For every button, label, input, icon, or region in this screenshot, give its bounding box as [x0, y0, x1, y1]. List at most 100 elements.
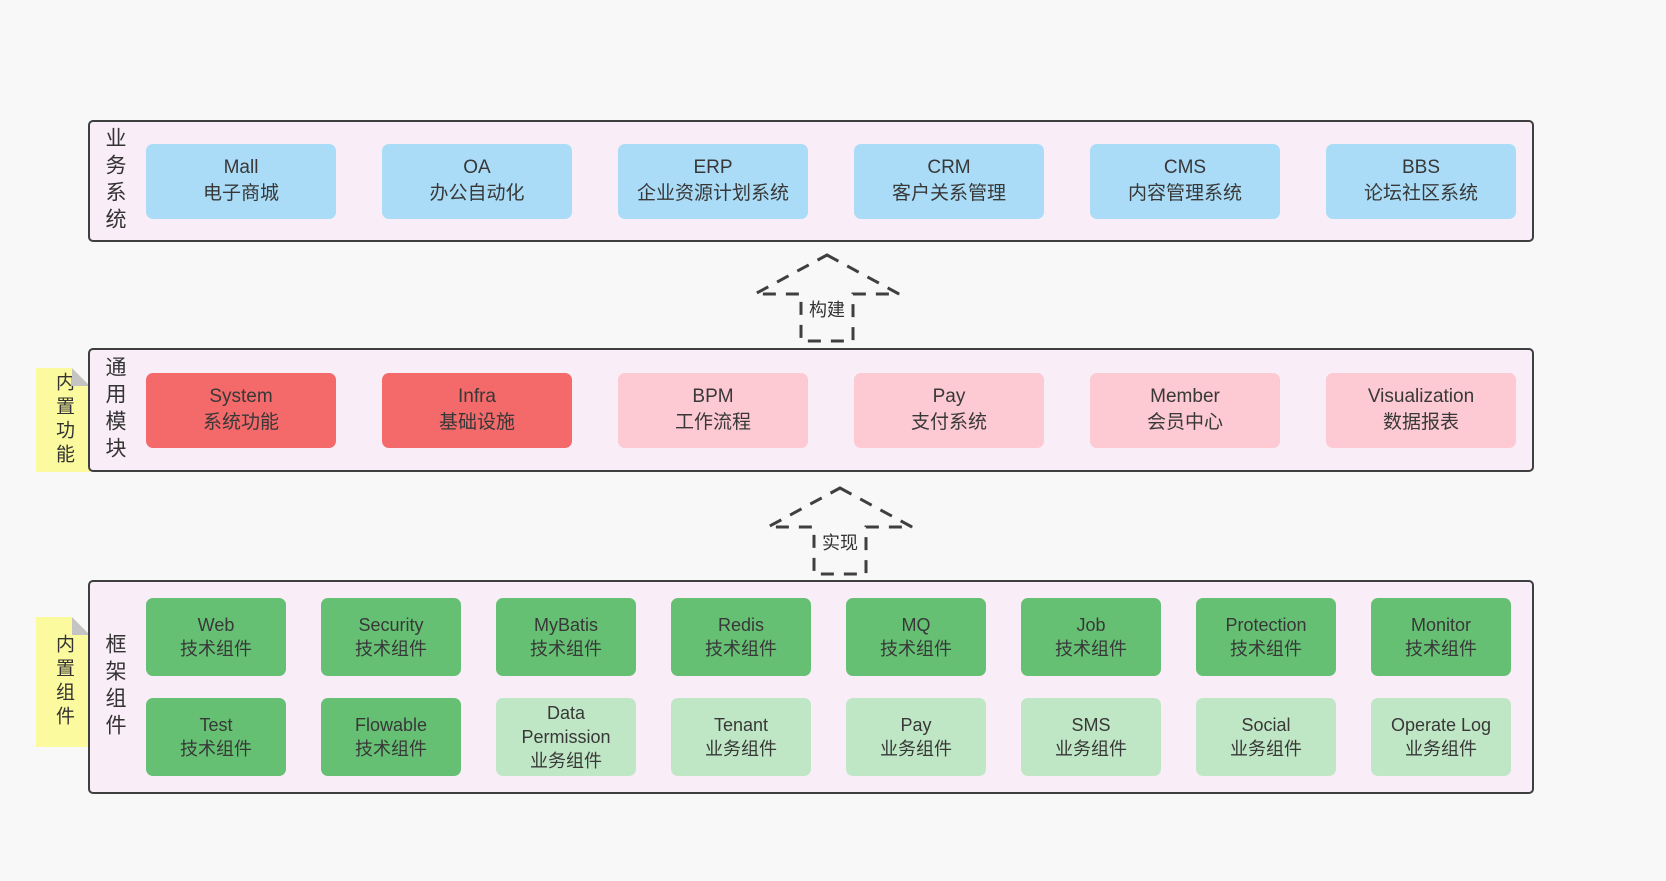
box-subtitle: 数据报表	[1382, 412, 1459, 433]
business-box-row: Mall 电子商城 OA 办公自动化 ERP 企业资源计划系统 CRM 客户关系…	[146, 143, 1516, 219]
box-title: BBS	[1401, 157, 1441, 178]
box-subtitle: 业务组件	[530, 751, 602, 771]
box-title: Security	[358, 615, 424, 635]
box-subtitle: 电子商城	[202, 183, 279, 204]
diagram-box: Infra 基础设施	[382, 372, 572, 448]
section-title-common: 通用模块	[103, 356, 126, 464]
box-subtitle: 办公自动化	[429, 183, 525, 204]
diagram-box: ERP 企业资源计划系统	[618, 143, 808, 219]
diagram-box: SMS 业务组件	[1021, 698, 1161, 776]
box-title: Tenant	[713, 715, 769, 735]
box-title: Protection	[1225, 615, 1307, 635]
box-title: SMS	[1071, 715, 1111, 735]
sticky-note-label: 内置功能	[53, 372, 74, 468]
sticky-note-label: 内置组件	[53, 634, 74, 730]
box-subtitle: 会员中心	[1146, 412, 1223, 433]
box-title: Visualization	[1367, 386, 1475, 407]
arrow-label: 实现	[818, 529, 862, 555]
box-subtitle: 业务组件	[1405, 739, 1477, 759]
box-title: Pay	[900, 715, 932, 735]
business-systems-panel: 业务系统 Mall 电子商城 OA 办公自动化 ERP 企业资源计划系统 CRM…	[88, 120, 1534, 242]
box-title: CRM	[927, 157, 971, 178]
box-title: OA	[463, 157, 491, 178]
diagram-box: System 系统功能	[146, 372, 336, 448]
box-title: System	[209, 386, 273, 407]
box-subtitle: 业务组件	[1230, 739, 1302, 759]
common-modules-panel: 通用模块 System 系统功能 Infra 基础设施 BPM 工作流程 Pay…	[88, 348, 1534, 472]
box-subtitle: 技术组件	[1230, 639, 1302, 659]
box-subtitle: 业务组件	[705, 739, 777, 759]
box-subtitle: 技术组件	[1055, 639, 1127, 659]
framework-rows: Web 技术组件 Security 技术组件 MyBatis 技术组件 Redi…	[146, 598, 1511, 776]
diagram-box: Mall 电子商城	[146, 143, 336, 219]
diagram-box: Visualization 数据报表	[1326, 372, 1516, 448]
box-title: Web	[197, 615, 235, 635]
box-subtitle: 技术组件	[180, 639, 252, 659]
box-subtitle: 技术组件	[1405, 639, 1477, 659]
diagram-box: Security 技术组件	[321, 598, 461, 676]
framework-components-panel: 框架组件 Web 技术组件 Security 技术组件 MyBatis 技术组件	[88, 580, 1534, 794]
box-title: Social	[1241, 715, 1291, 735]
section-title-business: 业务系统	[103, 127, 126, 235]
box-subtitle: 技术组件	[355, 639, 427, 659]
diagram-box: MQ 技术组件	[846, 598, 986, 676]
diagram-box: Protection 技术组件	[1196, 598, 1336, 676]
diagram-box: MyBatis 技术组件	[496, 598, 636, 676]
diagram-box: BBS 论坛社区系统	[1326, 143, 1516, 219]
box-subtitle: 业务组件	[1055, 739, 1127, 759]
section-title-framework: 框架组件	[103, 633, 126, 741]
diagram-box: Web 技术组件	[146, 598, 286, 676]
diagram-box: CRM 客户关系管理	[854, 143, 1044, 219]
box-title: Redis	[717, 615, 765, 635]
box-subtitle: 客户关系管理	[891, 183, 1006, 204]
diagram-box: Tenant 业务组件	[671, 698, 811, 776]
diagram-box: Member 会员中心	[1090, 372, 1280, 448]
box-title: MQ	[901, 615, 931, 635]
box-title: Infra	[457, 386, 497, 407]
box-subtitle: 技术组件	[530, 639, 602, 659]
arrow-label: 构建	[805, 296, 849, 322]
diagram-box: Data Permission 业务组件	[496, 698, 636, 776]
diagram-box: Monitor 技术组件	[1371, 598, 1511, 676]
diagram-box: CMS 内容管理系统	[1090, 143, 1280, 219]
box-title: ERP	[693, 157, 733, 178]
diagram-box: BPM 工作流程	[618, 372, 808, 448]
box-subtitle: 业务组件	[880, 739, 952, 759]
box-subtitle: 技术组件	[355, 739, 427, 759]
box-title: Monitor	[1410, 615, 1472, 635]
box-subtitle: 支付系统	[910, 412, 987, 433]
box-title: Member	[1150, 386, 1220, 407]
arrow-implement: 实现	[765, 485, 915, 577]
diagram-box: Pay 业务组件	[846, 698, 986, 776]
box-subtitle: 技术组件	[180, 739, 252, 759]
box-subtitle: 技术组件	[705, 639, 777, 659]
box-title: Pay	[932, 386, 966, 407]
framework-box-row-2: Test 技术组件 Flowable 技术组件 Data Permission …	[146, 698, 1511, 776]
diagram-box: OA 办公自动化	[382, 143, 572, 219]
box-subtitle: 基础设施	[438, 412, 515, 433]
box-subtitle: 系统功能	[202, 412, 279, 433]
box-subtitle: 企业资源计划系统	[636, 183, 789, 204]
diagram-box: Flowable 技术组件	[321, 698, 461, 776]
sticky-note-builtin-features: 内置功能	[36, 368, 90, 472]
diagram-box: Job 技术组件	[1021, 598, 1161, 676]
box-title: MyBatis	[533, 615, 598, 635]
diagram-box: Social 业务组件	[1196, 698, 1336, 776]
box-title: Data Permission	[521, 703, 611, 747]
box-title: Job	[1076, 615, 1106, 635]
box-title: Operate Log	[1390, 715, 1492, 735]
box-title: CMS	[1163, 157, 1207, 178]
arrow-build: 构建	[752, 252, 902, 344]
framework-box-row-1: Web 技术组件 Security 技术组件 MyBatis 技术组件 Redi…	[146, 598, 1511, 676]
diagram-box: Operate Log 业务组件	[1371, 698, 1511, 776]
diagram-box: Redis 技术组件	[671, 598, 811, 676]
box-title: Mall	[223, 157, 259, 178]
box-subtitle: 论坛社区系统	[1363, 183, 1478, 204]
box-subtitle: 内容管理系统	[1127, 183, 1242, 204]
box-subtitle: 工作流程	[674, 412, 751, 433]
box-title: BPM	[692, 386, 734, 407]
box-title: Flowable	[354, 715, 428, 735]
sticky-note-builtin-components: 内置组件	[36, 617, 90, 747]
diagram-box: Pay 支付系统	[854, 372, 1044, 448]
diagram-box: Test 技术组件	[146, 698, 286, 776]
